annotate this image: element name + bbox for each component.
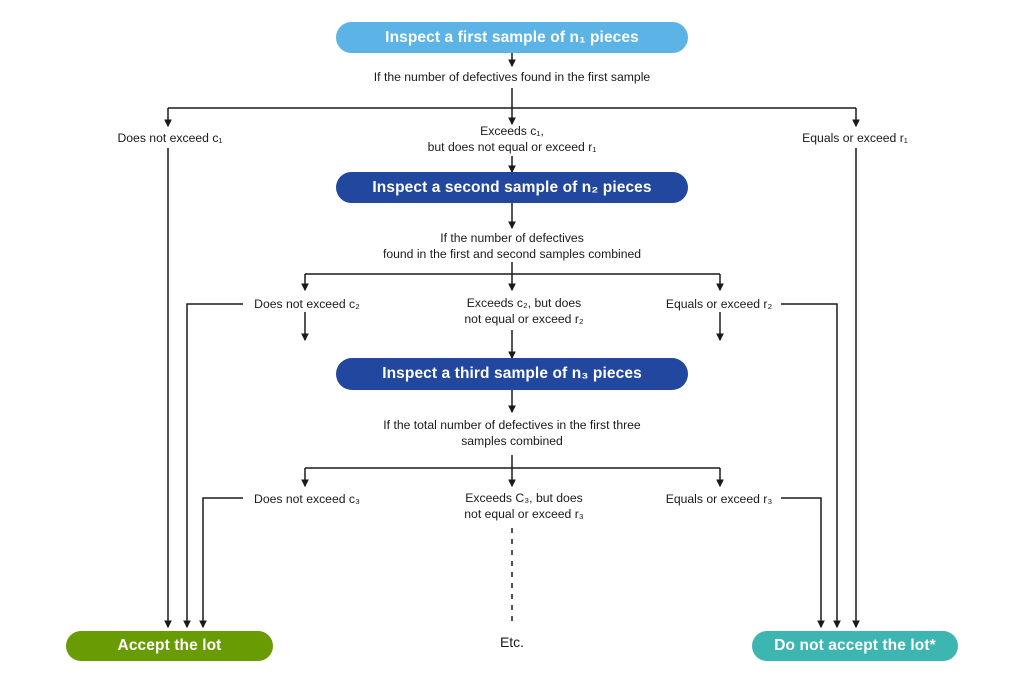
node-second-sample[interactable]: Inspect a second sample of n₂ pieces [336, 172, 688, 203]
branch-label-stage2-left: Does not exceed c₂ [254, 297, 360, 311]
node-third-sample-label: Inspect a third sample of n₃ pieces [382, 365, 642, 382]
wire-stage3left-to-accept [199, 497, 243, 629]
branch-label-stage3-middle: Exceeds C₃, but does not equal or exceed… [464, 491, 584, 521]
node-accept-label: Accept the lot [117, 637, 222, 654]
branch-label-stage1-left: Does not exceed c₁ [117, 131, 223, 145]
continuation-label: Etc. [499, 634, 525, 650]
node-third-sample[interactable]: Inspect a third sample of n₃ pieces [336, 358, 688, 390]
condition-header-stage3: If the total number of defectives in the… [383, 418, 641, 448]
node-first-sample[interactable]: Inspect a first sample of n₁ pieces [336, 22, 688, 53]
branch-label-stage1-right: Equals or exceed r₁ [802, 131, 908, 145]
branch-label-stage2-right: Equals or exceed r₂ [665, 297, 773, 311]
node-first-sample-label: Inspect a first sample of n₁ pieces [385, 28, 639, 46]
branch-label-stage1-middle: Exceeds c₁, but does not equal or exceed… [427, 124, 597, 154]
wire-stage2right-to-reject [781, 303, 841, 629]
branch-label-stage3-right: Equals or exceed r₃ [665, 492, 773, 506]
node-second-sample-label: Inspect a second sample of n₂ pieces [372, 178, 652, 196]
condition-header-stage1: If the number of defectives found in the… [373, 70, 651, 84]
node-accept-the-lot[interactable]: Accept the lot [66, 631, 273, 661]
branch-label-stage2-middle: Exceeds c₂, but does not equal or exceed… [464, 296, 584, 326]
wire-stage3right-to-reject [781, 497, 825, 629]
branch-label-stage3-left: Does not exceed c₃ [254, 492, 360, 506]
wire-stage2left-to-accept [183, 303, 243, 629]
condition-header-stage2: If the number of defectives found in the… [382, 231, 642, 261]
node-do-not-accept-the-lot[interactable]: Do not accept the lot* [752, 631, 958, 661]
node-reject-label: Do not accept the lot* [774, 637, 936, 654]
